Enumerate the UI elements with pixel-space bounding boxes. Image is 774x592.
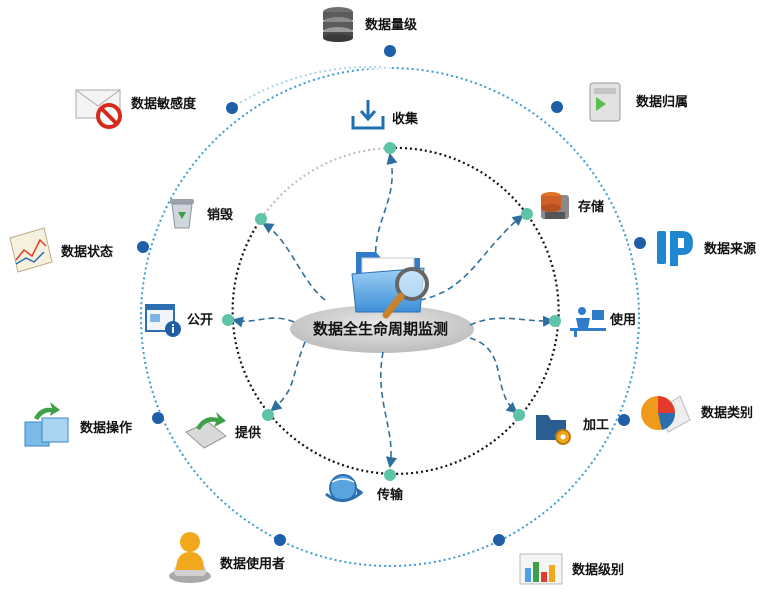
- bar-chart-icon: [519, 553, 563, 585]
- attribute-label-volume: 数据量级: [365, 18, 418, 33]
- stage-dot-store: [521, 208, 533, 220]
- attribute-dot-volume: [384, 45, 396, 57]
- stage-dots: [222, 142, 561, 481]
- transfer-windows-icon: [24, 402, 69, 447]
- share-arrow-icon: [185, 412, 227, 449]
- attribute-label-user: 数据使用者: [220, 557, 286, 572]
- attribute-dot-category: [618, 414, 630, 426]
- arrows: [231, 152, 555, 469]
- arrow-to-provide: [270, 341, 306, 412]
- attribute-dot-sensitivity: [226, 102, 238, 114]
- stage-dot-disclose: [222, 314, 234, 326]
- attribute-label-category: 数据类别: [701, 406, 754, 421]
- arrow-to-transmit: [380, 351, 397, 469]
- download-tray-icon: [351, 100, 385, 130]
- stage-label-collect: 收集: [392, 112, 419, 127]
- stage-dot-collect: [384, 142, 396, 154]
- attribute-label-source: 数据来源: [704, 242, 757, 257]
- stage-label-use: 使用: [610, 313, 637, 328]
- outer-ring: [140, 67, 640, 567]
- recycle-bin-icon: [170, 199, 194, 229]
- attribute-label-status: 数据状态: [61, 245, 114, 260]
- stage-dot-use: [549, 315, 561, 327]
- folder-magnifier-icon: [351, 252, 429, 319]
- attribute-label-sensitivity: 数据敏感度: [131, 97, 197, 112]
- folder-gear-icon: [536, 415, 571, 445]
- attribute-label-operation: 数据操作: [80, 421, 133, 436]
- attribute-dot-source: [634, 237, 646, 249]
- arrow-to-store: [419, 214, 524, 301]
- stage-label-store: 存储: [578, 200, 605, 215]
- attribute-dots: [137, 45, 646, 546]
- stage-label-disclose: 公开: [187, 313, 214, 328]
- pie-chart-icon: [641, 395, 691, 433]
- inner-ring: [231, 146, 560, 475]
- stage-dot-provide: [262, 409, 274, 421]
- center-title: 数据全生命周期监测: [313, 320, 449, 338]
- attribute-dot-operation: [152, 412, 164, 424]
- stage-label-provide: 提供: [235, 426, 262, 441]
- inner-ring-faded-arc: [260, 147, 391, 220]
- stage-label-process: 加工: [583, 418, 610, 433]
- line-chart-icon: [9, 227, 53, 273]
- globe-arrows-icon: [325, 474, 363, 502]
- stage-label-destroy: 销毁: [207, 208, 234, 223]
- arrow-to-process: [469, 337, 518, 414]
- center-ellipse: [290, 305, 474, 353]
- attribute-label-ownership: 数据归属: [636, 95, 689, 110]
- arrow-to-use: [469, 315, 555, 327]
- arrow-to-destroy: [262, 222, 326, 301]
- person-at-computer-icon: [570, 307, 606, 337]
- attribute-dot-user: [274, 534, 286, 546]
- stage-label-transmit: 传输: [377, 488, 404, 503]
- info-window-icon: [145, 304, 181, 337]
- attribute-dot-level: [493, 534, 505, 546]
- attribute-dot-status: [137, 241, 149, 253]
- ip-icon: [657, 231, 693, 266]
- outer-ring-faded-segment-overlay: [231, 66, 391, 109]
- arrow-to-disclose: [231, 316, 295, 328]
- attribute-dot-ownership: [551, 101, 563, 113]
- stage-dot-process: [513, 409, 525, 421]
- stage-dot-transmit: [384, 469, 396, 481]
- prohibited-mail-icon: [75, 89, 122, 129]
- server-tower-icon: [589, 82, 621, 122]
- arrow-to-collect: [374, 152, 398, 263]
- attribute-label-level: 数据级别: [572, 563, 625, 578]
- database-server-icon: [541, 192, 569, 219]
- database-stack-icon: [323, 7, 353, 42]
- stage-dot-destroy: [255, 213, 267, 225]
- user-figure-icon: [169, 532, 211, 583]
